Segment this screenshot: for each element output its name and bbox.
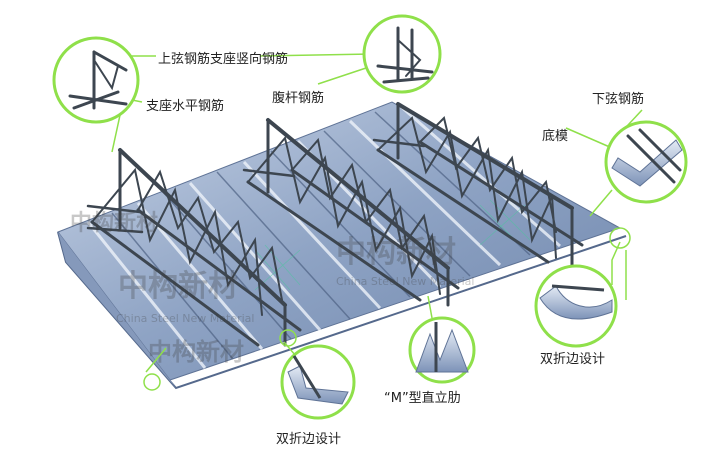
label-top-chord-support-vertical: 上弦钢筋支座竖向钢筋 bbox=[158, 52, 289, 67]
watermark-logo: 中构新材 bbox=[336, 235, 456, 270]
truss-front bbox=[86, 148, 302, 347]
watermark-logo: 中构新材 bbox=[148, 338, 244, 366]
zoom-callout-web-bar bbox=[362, 14, 442, 94]
label-support-horizontal: 支座水平钢筋 bbox=[146, 99, 225, 114]
label-m-rib: “M”型直立肋 bbox=[384, 391, 461, 406]
label-double-fold-right: 双折边设计 bbox=[540, 352, 606, 367]
zoom-callout-double-fold-right bbox=[534, 264, 618, 348]
marker-circles bbox=[143, 227, 631, 391]
label-web-bar: 腹杆钢筋 bbox=[272, 91, 325, 106]
zoom-callout-support bbox=[52, 36, 140, 124]
watermark: 中构新材 中构新材 China Steel New Material 中构新材 … bbox=[70, 210, 474, 366]
watermark-subtext: China Steel New Material bbox=[336, 275, 474, 288]
zoom-callout-bottom-chord bbox=[604, 120, 688, 204]
zoom-callout-double-fold-bottom bbox=[280, 344, 356, 420]
watermark-subtext: China Steel New Material bbox=[116, 312, 254, 325]
truss-middle bbox=[242, 118, 460, 307]
steel-deck-plate bbox=[57, 101, 627, 390]
watermark-logo: 中构新材 bbox=[118, 269, 238, 304]
label-base-plate: 底模 bbox=[542, 129, 569, 144]
label-bottom-chord: 下弦钢筋 bbox=[592, 92, 645, 107]
label-double-fold-bottom: 双折边设计 bbox=[276, 432, 342, 447]
watermark-logo: 中构新材 bbox=[70, 210, 158, 236]
truss-back bbox=[372, 102, 584, 270]
zoom-callout-m-rib bbox=[408, 316, 476, 384]
